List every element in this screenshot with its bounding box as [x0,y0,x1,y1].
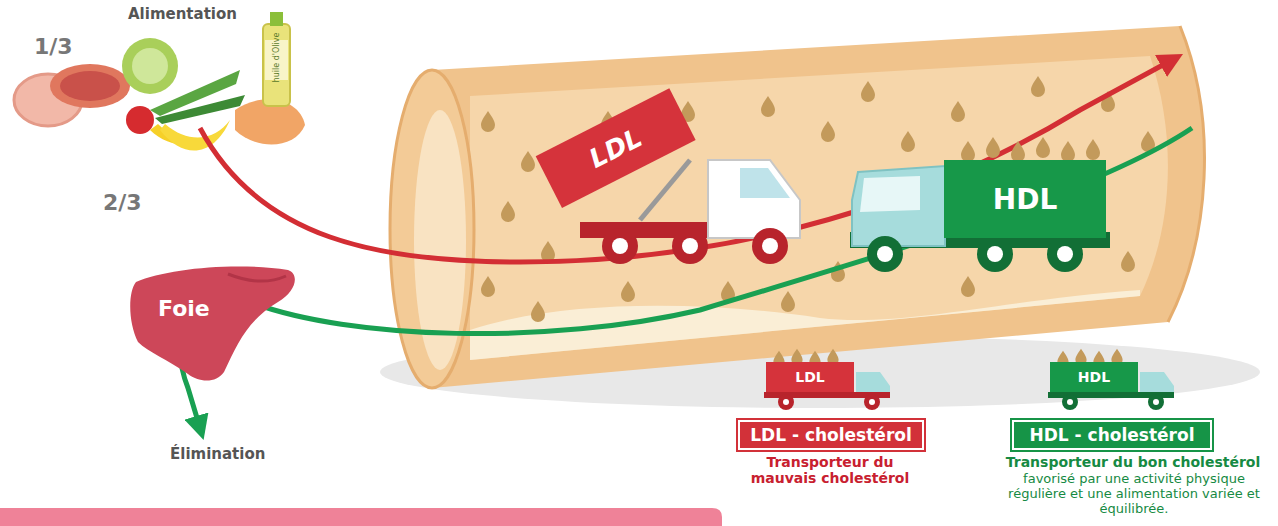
section-label: Alimentation [128,6,237,23]
plaque [470,290,1140,360]
legend-note: favorisé par une activité physique régul… [1004,471,1264,516]
food-illustration [14,12,305,151]
truck-bed-icon: HDL [1050,362,1138,392]
truck-label: HDL [993,183,1058,216]
hdl-flow-line [180,128,1192,428]
truck-label: LDL [584,122,646,174]
bottle-label: huile d'Olive [272,18,281,98]
liver-shape [128,262,300,384]
truck-label: LDL [795,369,824,385]
liver-organ: Foie [128,262,300,384]
fraction-label: 1/3 [34,34,73,59]
artery-lumen [470,56,1168,360]
truck-label: LDL - cholestérol [750,425,912,445]
small-hdl-truck [1048,349,1174,410]
section-label: Élimination [170,446,265,463]
hdl-truck [850,137,1110,272]
cholesterol-drops [481,76,1155,322]
artery-opening [390,70,474,388]
legend-description: Transporteur du mauvais cholestérol [740,454,920,486]
footer-bar [0,508,722,526]
legend-band: LDL - cholestérol [738,420,924,450]
truck-bed-icon: LDL [766,362,854,392]
truck-bed: HDL [944,160,1106,238]
truck-label: HDL - cholestérol [1030,425,1195,445]
small-ldl-truck [764,349,890,410]
fraction-label: 2/3 [103,190,142,215]
legend-description: Transporteur du bon cholestérol [996,454,1270,470]
organ-name: Foie [158,296,210,321]
truck-label: HDL [1078,369,1110,385]
legend-band: HDL - cholestérol [1012,420,1212,450]
